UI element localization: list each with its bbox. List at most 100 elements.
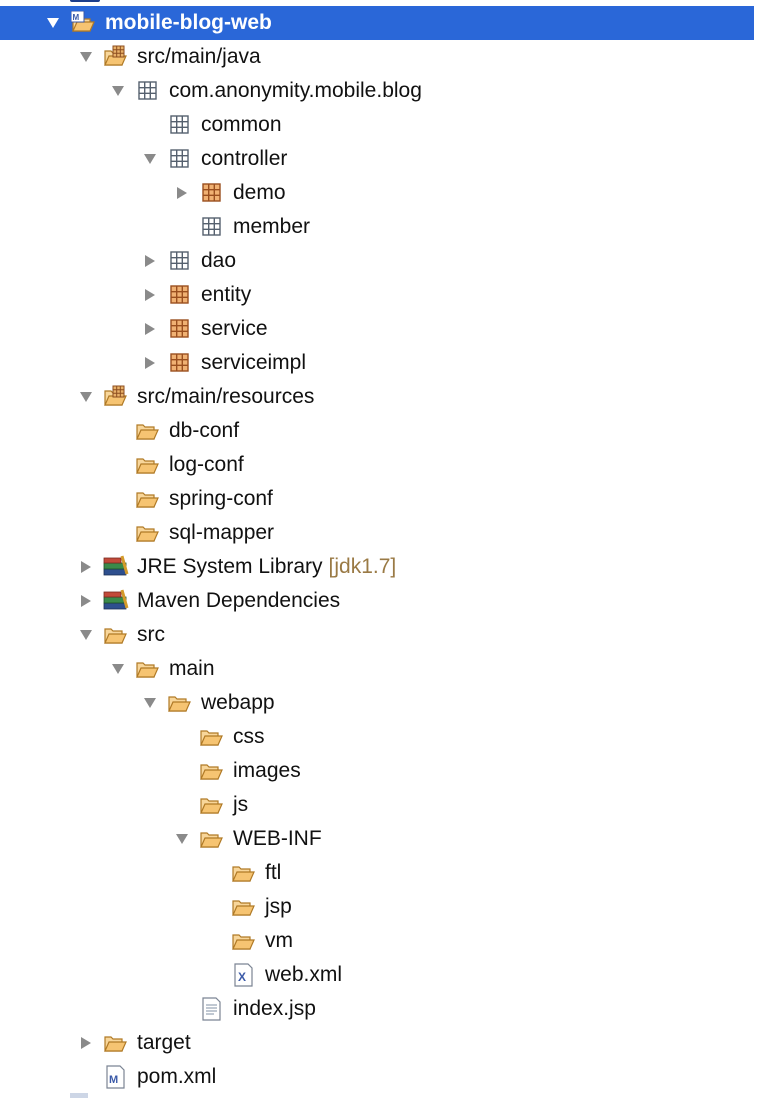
tree-node-project[interactable]: mobile-blog-web <box>0 6 754 40</box>
tree-node-label: main <box>169 657 215 680</box>
library-icon <box>103 555 129 579</box>
tree-node-package-common[interactable]: common <box>0 108 766 142</box>
tree-node-sql-mapper[interactable]: sql-mapper <box>0 516 766 550</box>
tree-node-package-entity[interactable]: entity <box>0 278 766 312</box>
tree-node-label: com.anonymity.mobile.blog <box>169 79 422 102</box>
chevron-down-icon[interactable] <box>79 50 93 64</box>
package-filled-icon <box>167 317 193 341</box>
tree-node-label: member <box>233 215 311 238</box>
maven-project-icon <box>71 11 97 35</box>
tree-node-db-conf[interactable]: db-conf <box>0 414 766 448</box>
folder-icon <box>103 623 129 647</box>
tree-node-images[interactable]: images <box>0 754 766 788</box>
tree-node-label: src/main/resources <box>137 385 315 408</box>
folder-icon <box>199 793 225 817</box>
folder-icon <box>199 759 225 783</box>
tree-node-vm[interactable]: vm <box>0 924 766 958</box>
folder-icon <box>231 861 257 885</box>
tree-node-label: spring-conf <box>169 487 273 510</box>
tree-node-label: webapp <box>201 691 275 714</box>
tree-node-label: pom.xml <box>137 1065 217 1088</box>
tree-node-spring-conf[interactable]: spring-conf <box>0 482 766 516</box>
tree-node-log-conf[interactable]: log-conf <box>0 448 766 482</box>
tree-node-package-root[interactable]: com.anonymity.mobile.blog <box>0 74 766 108</box>
tree-node-label: demo <box>233 181 286 204</box>
tree-node-label: js <box>233 793 249 816</box>
source-folder-icon <box>103 45 129 69</box>
tree-node-package-controller[interactable]: controller <box>0 142 766 176</box>
clipped-row-above <box>70 0 100 2</box>
clipped-row-below <box>70 1093 88 1098</box>
package-icon <box>199 215 225 239</box>
tree-node-label: serviceimpl <box>201 351 307 374</box>
chevron-right-icon[interactable] <box>79 560 93 574</box>
tree-node-package-member[interactable]: member <box>0 210 766 244</box>
chevron-down-icon[interactable] <box>111 662 125 676</box>
library-name: JRE System Library <box>137 555 323 578</box>
chevron-right-icon[interactable] <box>143 288 157 302</box>
tree-node-ftl[interactable]: ftl <box>0 856 766 890</box>
package-icon <box>167 113 193 137</box>
tree-node-label: sql-mapper <box>169 521 275 544</box>
folder-icon <box>231 895 257 919</box>
folder-icon <box>199 725 225 749</box>
tree-node-label: service <box>201 317 268 340</box>
chevron-down-icon[interactable] <box>79 390 93 404</box>
tree-node-src[interactable]: src <box>0 618 766 652</box>
source-folder-icon <box>103 385 129 409</box>
chevron-down-icon[interactable] <box>79 628 93 642</box>
chevron-right-icon[interactable] <box>79 594 93 608</box>
tree-node-label: WEB-INF <box>233 827 322 850</box>
tree-node-label: src <box>137 623 165 646</box>
tree-node-js[interactable]: js <box>0 788 766 822</box>
tree-node-web-xml[interactable]: web.xml <box>0 958 766 992</box>
chevron-right-icon[interactable] <box>143 356 157 370</box>
chevron-right-icon[interactable] <box>175 186 189 200</box>
chevron-down-icon[interactable] <box>143 152 157 166</box>
tree-node-label: index.jsp <box>233 997 316 1020</box>
tree-node-jre-library[interactable]: JRE System Library[jdk1.7] <box>0 550 766 584</box>
tree-node-label: Maven Dependencies <box>137 589 341 612</box>
tree-node-label: vm <box>265 929 293 952</box>
jsp-file-icon <box>199 997 225 1021</box>
chevron-right-icon[interactable] <box>143 322 157 336</box>
tree-node-label: common <box>201 113 282 136</box>
tree-node-css[interactable]: css <box>0 720 766 754</box>
xml-file-icon <box>231 963 257 987</box>
chevron-right-icon[interactable] <box>143 254 157 268</box>
tree-node-target[interactable]: target <box>0 1026 766 1060</box>
chevron-down-icon[interactable] <box>46 16 60 30</box>
chevron-down-icon[interactable] <box>111 84 125 98</box>
folder-icon <box>135 453 161 477</box>
tree-node-label: jsp <box>265 895 292 918</box>
tree-node-label: images <box>233 759 301 782</box>
chevron-down-icon[interactable] <box>143 696 157 710</box>
tree-node-package-service[interactable]: service <box>0 312 766 346</box>
tree-node-webapp[interactable]: webapp <box>0 686 766 720</box>
maven-pom-icon <box>103 1065 129 1089</box>
tree-node-label: controller <box>201 147 288 170</box>
library-icon <box>103 589 129 613</box>
folder-icon <box>135 521 161 545</box>
tree-node-jsp[interactable]: jsp <box>0 890 766 924</box>
tree-node-web-inf[interactable]: WEB-INF <box>0 822 766 856</box>
tree-node-main[interactable]: main <box>0 652 766 686</box>
tree-node-pom-xml[interactable]: pom.xml <box>0 1060 766 1094</box>
tree-node-package-demo[interactable]: demo <box>0 176 766 210</box>
package-filled-icon <box>199 181 225 205</box>
chevron-right-icon[interactable] <box>79 1036 93 1050</box>
tree-node-package-dao[interactable]: dao <box>0 244 766 278</box>
tree-node-src-main-java[interactable]: src/main/java <box>0 40 766 74</box>
tree-node-package-serviceimpl[interactable]: serviceimpl <box>0 346 766 380</box>
package-filled-icon <box>167 351 193 375</box>
folder-icon <box>199 827 225 851</box>
library-version: [jdk1.7] <box>328 555 397 578</box>
tree-node-src-main-resources[interactable]: src/main/resources <box>0 380 766 414</box>
tree-node-label: entity <box>201 283 252 306</box>
package-icon <box>167 147 193 171</box>
tree-node-index-jsp[interactable]: index.jsp <box>0 992 766 1026</box>
package-filled-icon <box>167 283 193 307</box>
chevron-down-icon[interactable] <box>175 832 189 846</box>
folder-icon <box>135 657 161 681</box>
tree-node-maven-dependencies[interactable]: Maven Dependencies <box>0 584 766 618</box>
